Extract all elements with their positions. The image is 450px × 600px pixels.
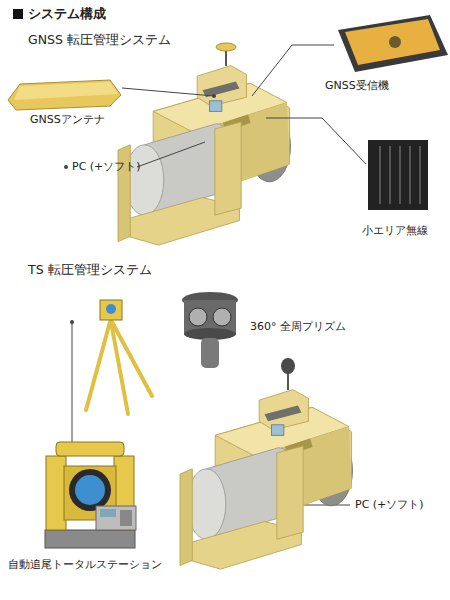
prism-small <box>281 358 295 374</box>
tripod-instrument <box>100 300 122 320</box>
prism-glass <box>189 308 207 326</box>
part-label: PC (+ソフト) <box>355 498 424 511</box>
gnss-receiver <box>338 15 448 72</box>
part-label: 自動追尾トータルステーション <box>8 558 162 571</box>
leader-dot <box>64 165 68 169</box>
station-base <box>45 530 135 548</box>
station-body <box>64 466 116 520</box>
roller-figure <box>180 390 352 570</box>
part-label: GNSS受信機 <box>325 79 389 92</box>
station-panel <box>96 506 136 530</box>
station-yoke <box>46 456 66 530</box>
antenna-mast <box>225 50 227 66</box>
fin <box>399 146 401 204</box>
tripod-leg <box>86 322 110 410</box>
roller-figure <box>118 66 290 246</box>
radio-unit <box>368 140 428 210</box>
lens-ring <box>69 469 111 511</box>
receiver-top <box>345 19 440 65</box>
prism-mast <box>287 372 289 390</box>
title: システム構成 <box>28 6 106 22</box>
leader-dot <box>70 320 74 324</box>
leader-line <box>72 322 73 448</box>
leader-line <box>266 118 366 164</box>
tripod-leg <box>111 322 128 414</box>
title-bullet <box>13 9 23 19</box>
station-lens <box>75 475 105 505</box>
receiver-logo <box>389 36 401 48</box>
part-label: 小エリア無線 <box>362 224 428 237</box>
panel-keys <box>120 510 132 526</box>
radio-fins <box>380 146 420 204</box>
section-heading: GNSS 転圧管理システム <box>28 32 171 47</box>
part-label: GNSSアンテナ <box>30 113 105 126</box>
instrument-lens <box>106 304 116 314</box>
panel-display <box>100 509 116 517</box>
leader-dot <box>212 94 216 98</box>
leader-line <box>252 45 334 96</box>
station-handle <box>56 442 124 456</box>
leader-line <box>122 88 214 96</box>
leader-line <box>137 142 205 167</box>
tripod <box>86 322 152 414</box>
fin <box>379 146 381 204</box>
prism-glass <box>213 308 231 326</box>
fin <box>419 146 421 204</box>
fin <box>409 146 411 204</box>
part-label: 360° 全周プリズム <box>250 320 346 333</box>
gnss-antenna <box>8 80 121 110</box>
part-label: PC (+ソフト) <box>72 160 141 173</box>
prism-mount <box>201 338 219 368</box>
antenna-small <box>216 43 236 51</box>
section-heading: TS 転圧管理システム <box>28 262 152 277</box>
antenna-top <box>14 82 118 100</box>
fin <box>389 146 391 204</box>
